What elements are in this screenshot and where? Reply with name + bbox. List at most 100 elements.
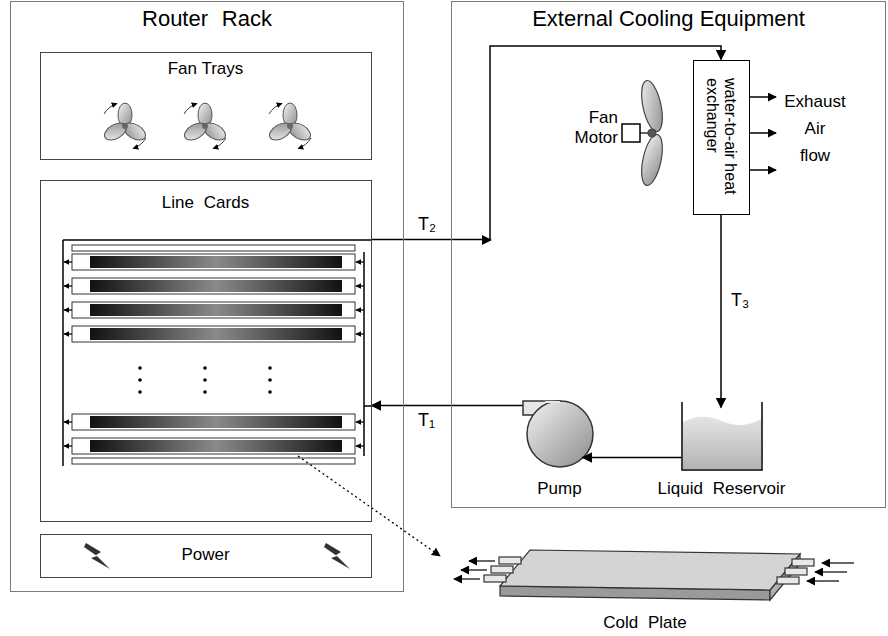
node-label: Pump [537,479,581,499]
cold-plate-drawing [777,577,799,584]
cold-plate-drawing [461,569,487,570]
reservoir-tank [682,402,762,470]
ellipsis-dots [138,390,142,394]
fan-symbol [182,119,210,143]
exhaust-arrow [750,132,776,134]
ellipsis-dots [268,366,272,370]
fan-symbol [102,119,130,143]
exhaust-arrow [750,96,776,98]
line-card [64,333,72,334]
cold-plate-drawing [499,557,521,564]
line-card [72,278,355,294]
fan-symbol [269,104,282,115]
line-card [64,285,72,286]
line-card [356,445,364,446]
exhaust-fan [648,129,656,137]
coolant-flow-arrow [583,457,682,459]
pump-node: Pump [515,392,605,500]
node-label: External Cooling Equipment [532,6,805,32]
cold-plate-drawing [484,575,506,582]
lightning-symbol [324,543,350,569]
fan-symbol [298,138,311,149]
line-card [64,421,72,422]
lightning-symbol [84,543,110,569]
fan-symbol [102,103,314,149]
cold-plate-drawing [500,550,800,590]
line-card [72,254,355,270]
ellipsis-dots [203,378,207,382]
coolant-manifold [63,240,372,466]
heat-exchanger-box: water-to-air heat exchanger [693,60,750,215]
fan-symbol [102,103,149,149]
coolant-flow-arrow [720,215,722,408]
fan-symbol [133,138,146,149]
cold-plate-drawing [792,559,814,566]
line-card-box: Line Cards [40,180,372,522]
node-label: water-to-air heat exchanger [703,78,738,196]
line-card [90,304,342,316]
cold-plate-drawing [454,550,854,600]
coolant-manifold [63,239,372,241]
temperature-label: T₃ [731,290,749,312]
ellipsis-dots [268,390,272,394]
cold-plate-drawing [454,578,480,579]
line-card [72,458,355,464]
line-card [72,326,355,342]
pump-symbol [545,401,560,403]
router-rack-box: Fan TraysLine CardsPower Router Rack [10,1,404,592]
line-card [64,261,72,262]
fan-symbol [122,123,128,129]
exhaust-fan [622,124,640,142]
ellipsis-dots [138,366,272,394]
node-label: Power [181,545,229,565]
line-card [72,414,355,430]
temperature-label: T₂ [418,214,436,236]
node-label: Fan Trays [168,59,244,79]
fan-symbol [267,119,295,143]
ellipsis-dots [203,390,207,394]
node-label: Cold Plate [603,613,687,633]
line-card [72,245,355,251]
coolant-flow-arrow [372,46,722,240]
ellipsis-dots [203,366,207,370]
line-card [64,445,72,446]
line-card [90,416,342,428]
ellipsis-dots [138,366,142,370]
node-label: Router Rack [142,6,272,32]
cooling-equipment-box: water-to-air heat exchangerPump Liquid Re… [451,1,886,508]
cold-plate-drawing [815,571,847,572]
ellipsis-dots [268,378,272,382]
coolant-manifold [62,240,64,466]
line-card [64,245,364,464]
exhaust-arrow [750,97,776,170]
fan-symbol [104,104,117,115]
fan-symbol [287,123,293,129]
ellipsis-dots [138,378,142,382]
power-box: Power [40,534,372,578]
cold-plate-drawing [807,580,839,581]
line-card [72,438,355,454]
line-card [356,261,364,262]
line-card [64,309,72,310]
coolant-manifold [363,252,365,456]
reservoir-node: Liquid Reservoir [642,392,802,500]
cold-plate-drawing [785,568,807,575]
line-card [356,333,364,334]
line-card [90,280,342,292]
fan-motor-label: Fan Motor [556,108,618,149]
fan-symbol [267,103,314,149]
cold-plate-drawing [822,562,854,563]
fan-symbol [202,123,208,129]
line-card [72,302,355,318]
exhaust-arrow [750,169,776,171]
fan-tray-box: Fan Trays [40,52,372,160]
reservoir-tank [683,417,761,469]
node-label: Liquid Reservoir [658,479,786,499]
node-label: Line Cards [162,193,249,213]
exhaust-label: Exhaust Air flow [779,88,851,170]
line-card [356,285,364,286]
line-card [90,256,342,268]
cold-plate-node: Cold Plate [430,540,860,633]
